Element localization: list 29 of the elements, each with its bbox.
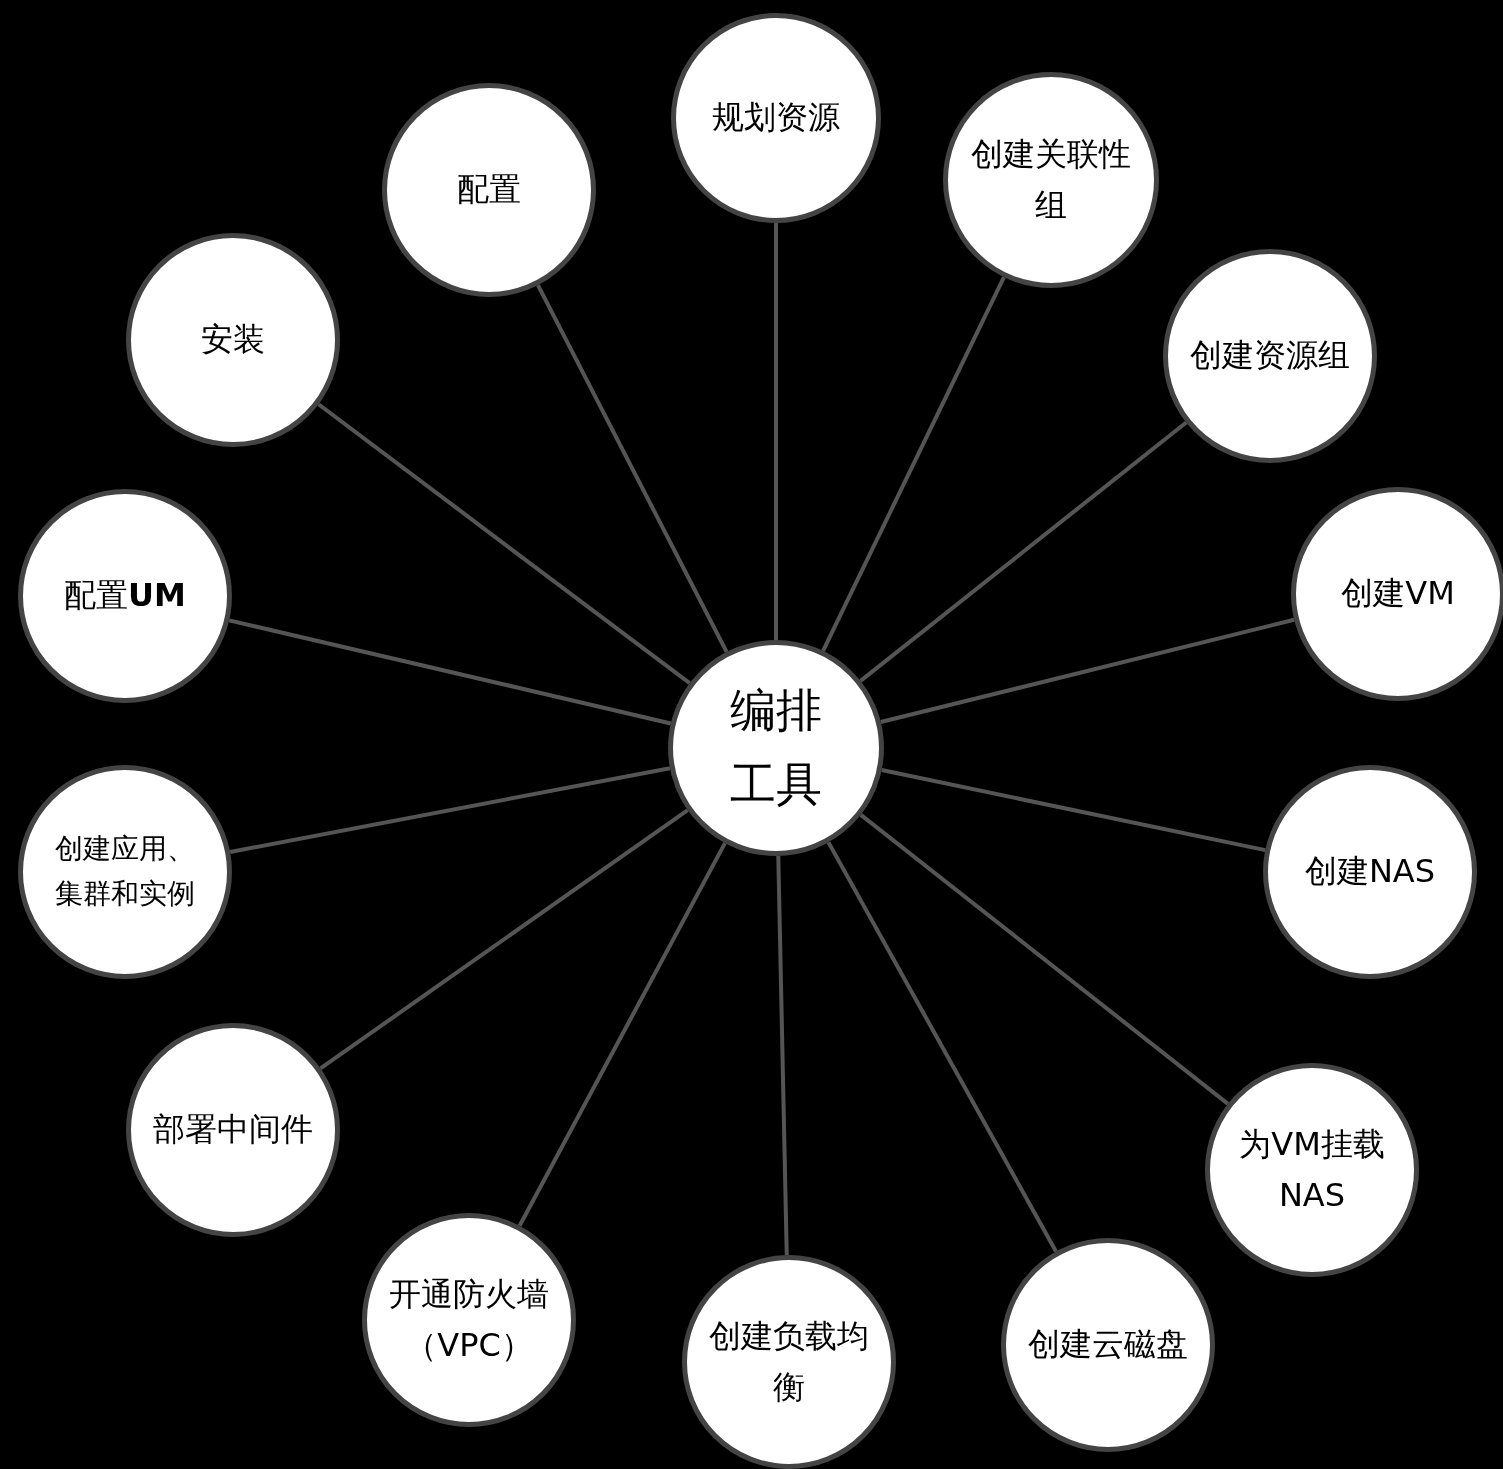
connector-line bbox=[317, 402, 691, 685]
node-label: 为VM挂载NAS bbox=[1238, 1123, 1386, 1216]
connector-line bbox=[774, 223, 778, 640]
node-label: 创建应用、集群和实例 bbox=[54, 831, 196, 912]
connector-line bbox=[229, 766, 671, 854]
node-label: 开通防火墙（VPC） bbox=[388, 1273, 550, 1366]
node-label: 创建负载均衡 bbox=[708, 1315, 870, 1408]
node-label: 安装 bbox=[200, 319, 266, 361]
connector-line bbox=[821, 276, 1006, 652]
node-label: 创建关联性组 bbox=[970, 133, 1132, 226]
connector-line bbox=[881, 768, 1266, 853]
node-label: 创建资源组 bbox=[1189, 335, 1351, 377]
node-label: 编排工具 bbox=[729, 682, 823, 813]
connector-line bbox=[319, 808, 689, 1071]
connector-line bbox=[826, 841, 1058, 1253]
connector-line bbox=[880, 617, 1295, 724]
node-label: 创建VM bbox=[1340, 573, 1456, 615]
node-label: 部署中间件 bbox=[152, 1109, 314, 1151]
connector-line bbox=[517, 842, 727, 1227]
connector-line bbox=[228, 618, 672, 726]
connector-line bbox=[859, 813, 1230, 1106]
connector-line bbox=[536, 284, 729, 653]
node-label: 规划资源 bbox=[711, 97, 841, 139]
connector-line bbox=[776, 855, 789, 1256]
node-label: 配置UM bbox=[63, 575, 187, 617]
connector-line bbox=[859, 420, 1188, 683]
node-label: 创建云磁盘 bbox=[1027, 1324, 1189, 1366]
node-label: 配置 bbox=[456, 169, 522, 211]
node-label: 创建NAS bbox=[1303, 851, 1437, 893]
